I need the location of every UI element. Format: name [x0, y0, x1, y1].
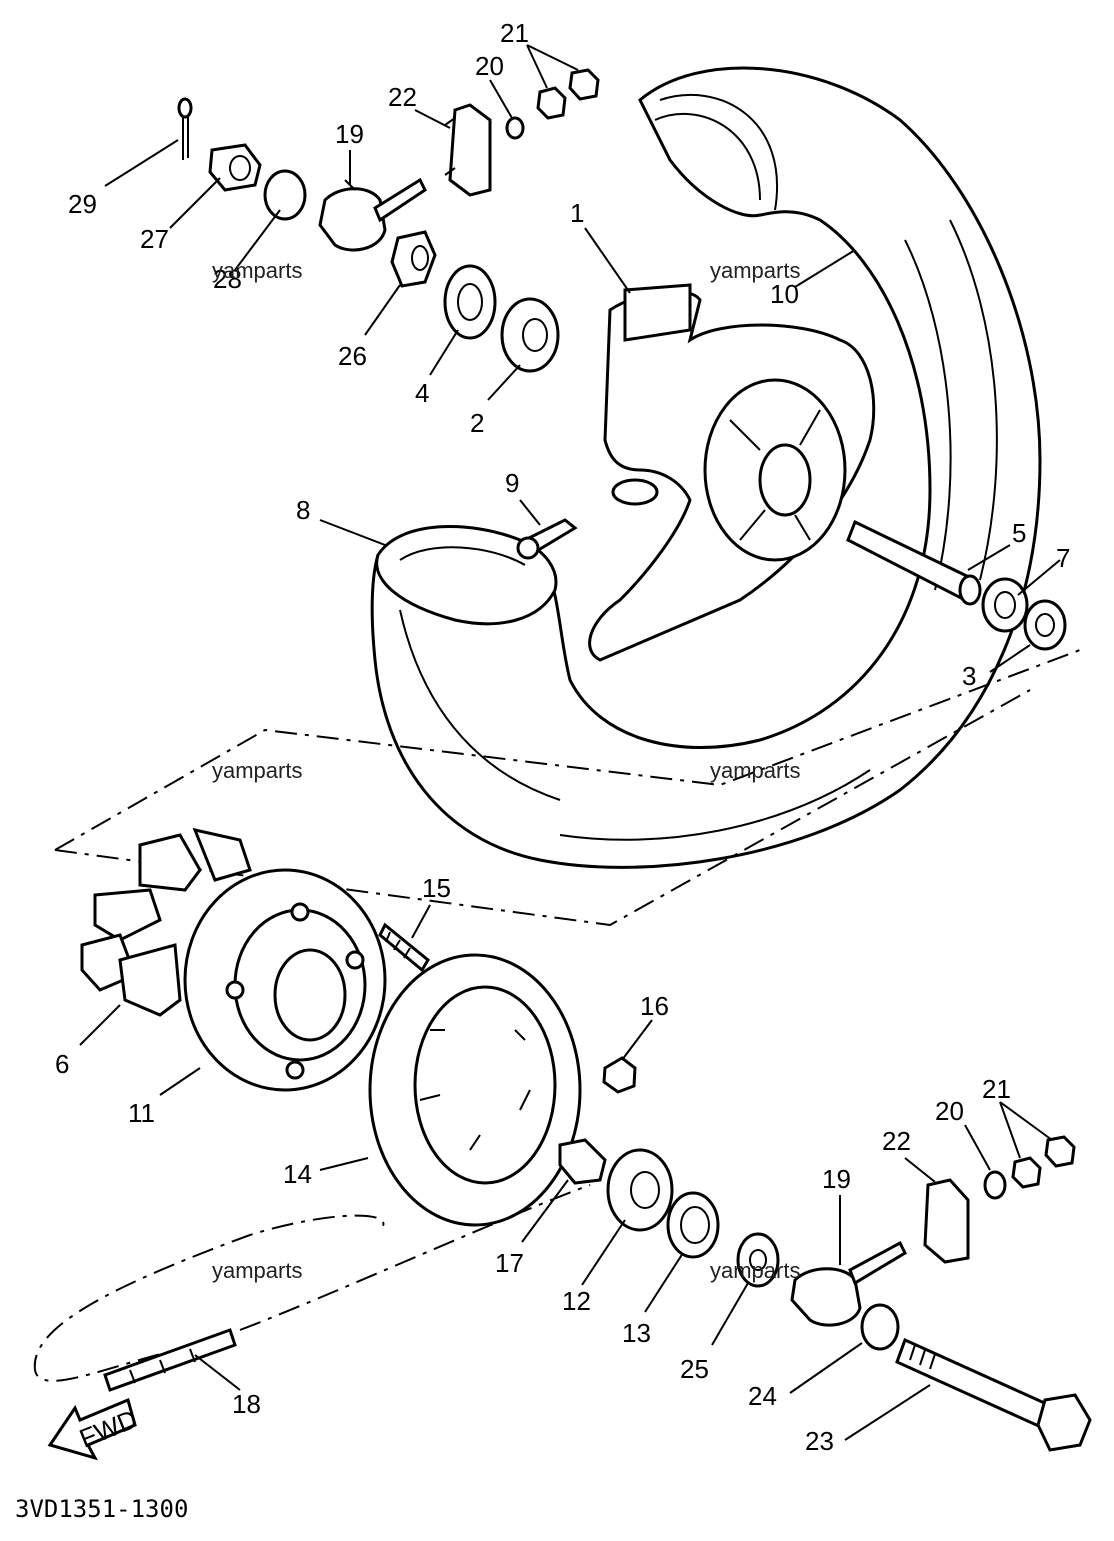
label-part-22-top: 22	[388, 82, 417, 112]
adjuster-bottom	[790, 1240, 907, 1327]
label-part-19-bottom: 19	[822, 1164, 851, 1194]
watermark-text: yamparts	[212, 758, 302, 783]
label-part-21-top: 21	[500, 18, 529, 48]
label-part-26: 26	[338, 341, 367, 371]
assembly-boundary	[54, 649, 1081, 927]
label-part-8: 8	[296, 495, 310, 525]
label-part-7: 7	[1056, 543, 1070, 573]
label-part-16: 16	[640, 991, 669, 1021]
valve-stem	[516, 518, 578, 560]
watermark-text: yamparts	[710, 758, 800, 783]
label-part-2: 2	[470, 408, 484, 438]
label-part-11: 11	[128, 1098, 155, 1128]
collar-sprocket	[558, 1138, 607, 1185]
sprocket	[368, 953, 582, 1227]
clutch-hub	[183, 868, 387, 1092]
diagram-code: 3VD1351-1300	[15, 1495, 188, 1523]
label-part-25: 25	[680, 1354, 709, 1384]
label-part-14: 14	[283, 1159, 312, 1189]
label-part-23: 23	[805, 1426, 834, 1456]
nut-top-b	[568, 68, 600, 101]
bearing-right	[1023, 599, 1067, 651]
washer-top	[263, 169, 307, 221]
label-part-28: 28	[213, 264, 242, 294]
label-part-27: 27	[140, 224, 169, 254]
wheel-hub	[588, 283, 876, 662]
label-part-13: 13	[622, 1318, 651, 1348]
label-part-24: 24	[748, 1381, 777, 1411]
stud-bolt	[378, 922, 430, 973]
collar-top	[390, 230, 437, 288]
fwd-arrow: FWD	[47, 1397, 141, 1461]
hub-dampers	[80, 827, 252, 1017]
label-part-29: 29	[68, 189, 97, 219]
collar-25	[736, 1232, 780, 1288]
label-part-17: 17	[495, 1248, 524, 1278]
label-part-19-top: 19	[335, 119, 364, 149]
watermarks: yamparts yamparts yamparts yamparts yamp…	[212, 258, 800, 1283]
bearing-sprocket	[606, 1148, 674, 1232]
oil-seal-top	[443, 264, 497, 340]
label-part-3: 3	[962, 661, 976, 691]
label-part-6: 6	[55, 1049, 69, 1079]
bearing-top	[500, 297, 560, 373]
washer-top-small	[505, 116, 525, 140]
sprocket-nut	[602, 1056, 637, 1094]
nut-bottom-b	[1044, 1135, 1076, 1168]
cotter-pin	[177, 97, 193, 160]
oil-seal-right	[981, 577, 1029, 633]
inner-tube	[375, 525, 558, 626]
washer-bottom	[860, 1303, 900, 1351]
washer-bottom-small	[983, 1170, 1007, 1200]
watermark-text: yamparts	[710, 1258, 800, 1283]
label-part-22-bottom: 22	[882, 1126, 911, 1156]
label-part-20-top: 20	[475, 51, 504, 81]
watermark-text: yamparts	[212, 258, 302, 283]
label-part-15: 15	[422, 873, 451, 903]
watermark-text: yamparts	[710, 258, 800, 283]
part-labels: 1 2 3 4 5 6 7 8 9 10 11 12 13 14 15 16 1…	[55, 18, 1070, 1456]
bracket-bottom	[923, 1178, 970, 1264]
label-part-12: 12	[562, 1286, 591, 1316]
label-part-18: 18	[232, 1389, 261, 1419]
nut-top-a	[536, 86, 567, 120]
rear-axle	[895, 1337, 1092, 1452]
axle-nut-top	[208, 143, 262, 192]
nut-bottom-a	[1011, 1156, 1042, 1189]
leader-lines	[79, 44, 1061, 1441]
watermark-text: yamparts	[212, 1258, 302, 1283]
label-part-9: 9	[505, 468, 519, 498]
bracket-top	[444, 103, 492, 197]
label-part-10: 10	[770, 279, 799, 309]
label-part-21-bottom: 21	[982, 1074, 1011, 1104]
label-part-5: 5	[1012, 518, 1026, 548]
label-part-4: 4	[415, 378, 429, 408]
axle-collar	[846, 519, 982, 606]
tire	[370, 66, 1042, 869]
label-part-20-bottom: 20	[935, 1096, 964, 1126]
label-part-1: 1	[570, 198, 584, 228]
adjuster-top	[318, 177, 427, 252]
oil-seal-sprocket	[666, 1191, 720, 1259]
